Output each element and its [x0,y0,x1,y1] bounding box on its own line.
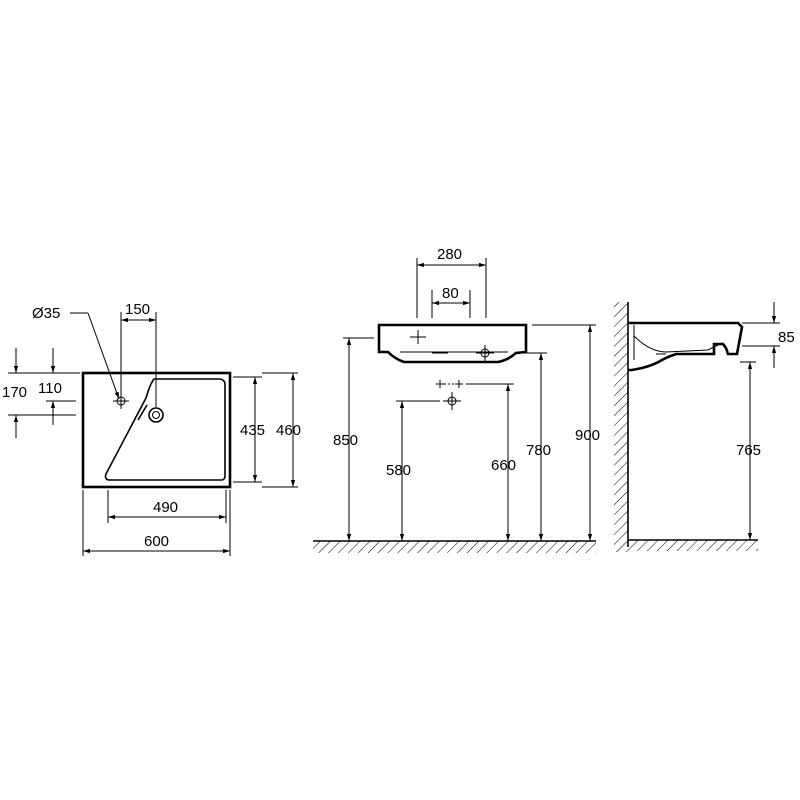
dim-tap-offset: 150 [125,301,150,318]
dim-spacing-280: 280 [437,246,462,263]
basin-side-bowl [633,335,721,353]
section-line [137,404,148,421]
tap-hole [113,393,129,409]
basin-side [628,321,744,372]
dim-spacing-80: 80 [442,285,459,302]
side-floor-hatch [628,540,758,551]
dim-height-110: 110 [38,380,62,397]
dim-hole-diameter: Ø35 [32,305,60,322]
top-view: Ø35 150 170 110 435 460 490 [2,301,301,556]
dim-rim-85: 85 [778,329,795,346]
dim-width-outer: 600 [144,533,169,550]
front-view: 280 80 850 580 660 [313,246,600,553]
dim-height-900: 900 [575,427,600,444]
dim-depth-outer: 460 [276,422,301,439]
dim-height-780: 780 [526,442,551,459]
tap-marker-front [410,330,426,344]
dim-height-850: 850 [333,432,358,449]
basin-bowl [104,378,226,481]
dim-height-580: 580 [386,462,411,479]
dim-height-170: 170 [2,384,27,401]
wall-hatch [614,302,628,552]
basin-front [377,323,528,364]
dim-height-660: 660 [491,457,516,474]
waste-marker [443,392,461,410]
drain-hole [148,407,164,423]
dim-height-765: 765 [736,442,761,459]
dim-depth-inner: 435 [240,422,265,439]
dim-width-inner: 490 [153,499,178,516]
drain-marker-front [476,345,494,361]
floor-hatch [313,541,596,553]
supply-markers [436,380,463,388]
side-view: 85 765 [614,302,795,552]
